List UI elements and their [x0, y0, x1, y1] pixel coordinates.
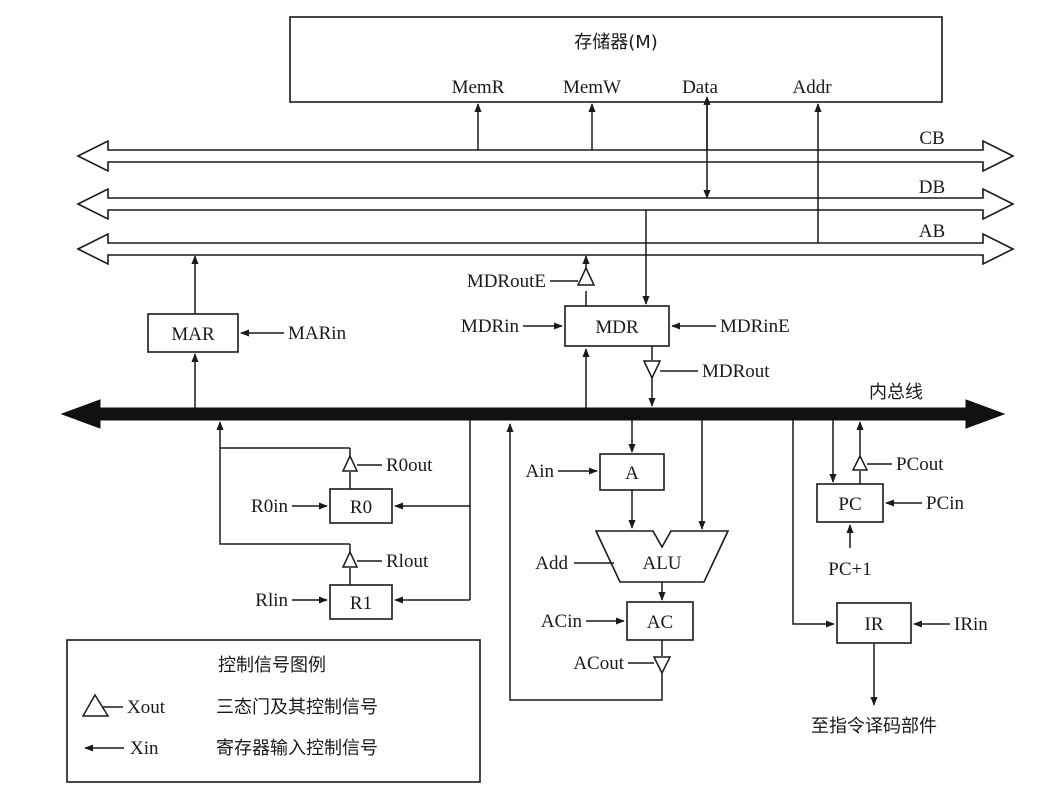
- mdroute-gate-icon: [576, 266, 596, 286]
- pcplus1-signal: PC+1: [828, 559, 871, 580]
- addr-port-label: Addr: [792, 77, 832, 98]
- data-bus: [76, 187, 1015, 221]
- legend-box: [66, 639, 481, 783]
- mar-group: MAR MARin: [147, 255, 347, 408]
- mdrout-signal: MDRout: [702, 361, 770, 382]
- mdrin-signal: MDRin: [461, 316, 520, 337]
- pcin-signal: PCin: [926, 493, 965, 514]
- ir-group: IR IRin 至指令译码部件: [792, 420, 988, 737]
- memory-bus-links: [474, 95, 822, 243]
- acout-signal: ACout: [573, 653, 624, 674]
- r0out-gate-icon: [341, 454, 359, 472]
- legend: 控制信号图例 Xout 三态门及其控制信号 Xin 寄存器输入控制信号: [66, 639, 481, 783]
- r0out-signal: R0out: [386, 455, 433, 476]
- legend-xin-symbol: Xin: [130, 738, 159, 759]
- r1-label: R1: [350, 593, 372, 614]
- rlin-signal: Rlin: [255, 590, 288, 611]
- r1-box: [329, 584, 393, 620]
- legend-xout-symbol: Xout: [127, 697, 166, 718]
- bus-to-ir: [792, 420, 835, 628]
- mar-box: [147, 313, 239, 353]
- pc-label: PC: [838, 494, 861, 515]
- irin-signal: IRin: [954, 614, 988, 635]
- mdr-box: [564, 305, 670, 347]
- alu-path: A Ain ALU Add AC ACin ACout: [506, 420, 730, 701]
- ac-box: [626, 601, 694, 641]
- mdrout-gate-icon: [642, 360, 662, 380]
- pc-box: [816, 483, 884, 523]
- rlout-signal: Rlout: [386, 551, 429, 572]
- r-output-wire: [219, 447, 350, 545]
- r0-box: [329, 488, 393, 524]
- alu-label: ALU: [642, 553, 681, 574]
- legend-tristate-icon: [81, 693, 110, 717]
- r-wiring: [216, 420, 471, 600]
- mdr-label: MDR: [595, 317, 639, 338]
- decode-label: 至指令译码部件: [811, 716, 937, 737]
- acout-gate-icon: [652, 656, 672, 675]
- r0in-signal: R0in: [251, 496, 288, 517]
- internal-bus-group: 内总线: [60, 382, 1006, 429]
- memory-block: 存储器(M) MemR MemW Data Addr: [289, 16, 943, 103]
- legend-xin-desc: 寄存器输入控制信号: [216, 738, 378, 759]
- address-bus: [76, 232, 1015, 266]
- mar-label: MAR: [171, 324, 215, 345]
- a-box: [599, 453, 665, 491]
- marin-signal: MARin: [288, 323, 347, 344]
- legend-title: 控制信号图例: [218, 655, 326, 676]
- memr-port-label: MemR: [452, 77, 505, 98]
- alu-shape: [594, 530, 730, 583]
- ab-label: AB: [919, 221, 945, 242]
- internal-bus: [60, 399, 1006, 429]
- db-label: DB: [919, 177, 945, 198]
- ain-signal: Ain: [526, 461, 555, 482]
- ir-label: IR: [865, 614, 884, 635]
- ac-to-bus: [506, 423, 663, 701]
- rlout-gate-icon: [341, 550, 359, 568]
- internal-bus-label: 内总线: [869, 382, 923, 403]
- memory-title: 存储器(M): [574, 32, 658, 53]
- memory-box: [289, 16, 943, 103]
- ir-box: [836, 602, 912, 644]
- r0-label: R0: [350, 497, 372, 518]
- pcout-gate-icon: [851, 454, 869, 471]
- a-label: A: [625, 463, 639, 484]
- acin-signal: ACin: [541, 611, 583, 632]
- add-signal: Add: [535, 553, 568, 574]
- pc-group: PC PCout PCin PC+1: [816, 420, 965, 580]
- mdr-group: MDR MDRoutE MDRin MDRinE MDRout: [461, 210, 790, 408]
- mdroute-signal: MDRoutE: [467, 271, 546, 292]
- cb-label: CB: [919, 128, 944, 149]
- data-port-label: Data: [682, 77, 718, 98]
- mdrine-signal: MDRinE: [720, 316, 790, 337]
- ac-label: AC: [647, 612, 673, 633]
- pcout-signal: PCout: [896, 454, 944, 475]
- r1-group: R1 Rlout Rlin: [255, 544, 470, 620]
- r0-group: R0 R0out R0in: [251, 448, 470, 524]
- memw-port-label: MemW: [563, 77, 621, 98]
- system-buses: CB DB AB: [76, 128, 1015, 266]
- legend-xout-desc: 三态门及其控制信号: [216, 697, 378, 718]
- control-bus: [76, 139, 1015, 173]
